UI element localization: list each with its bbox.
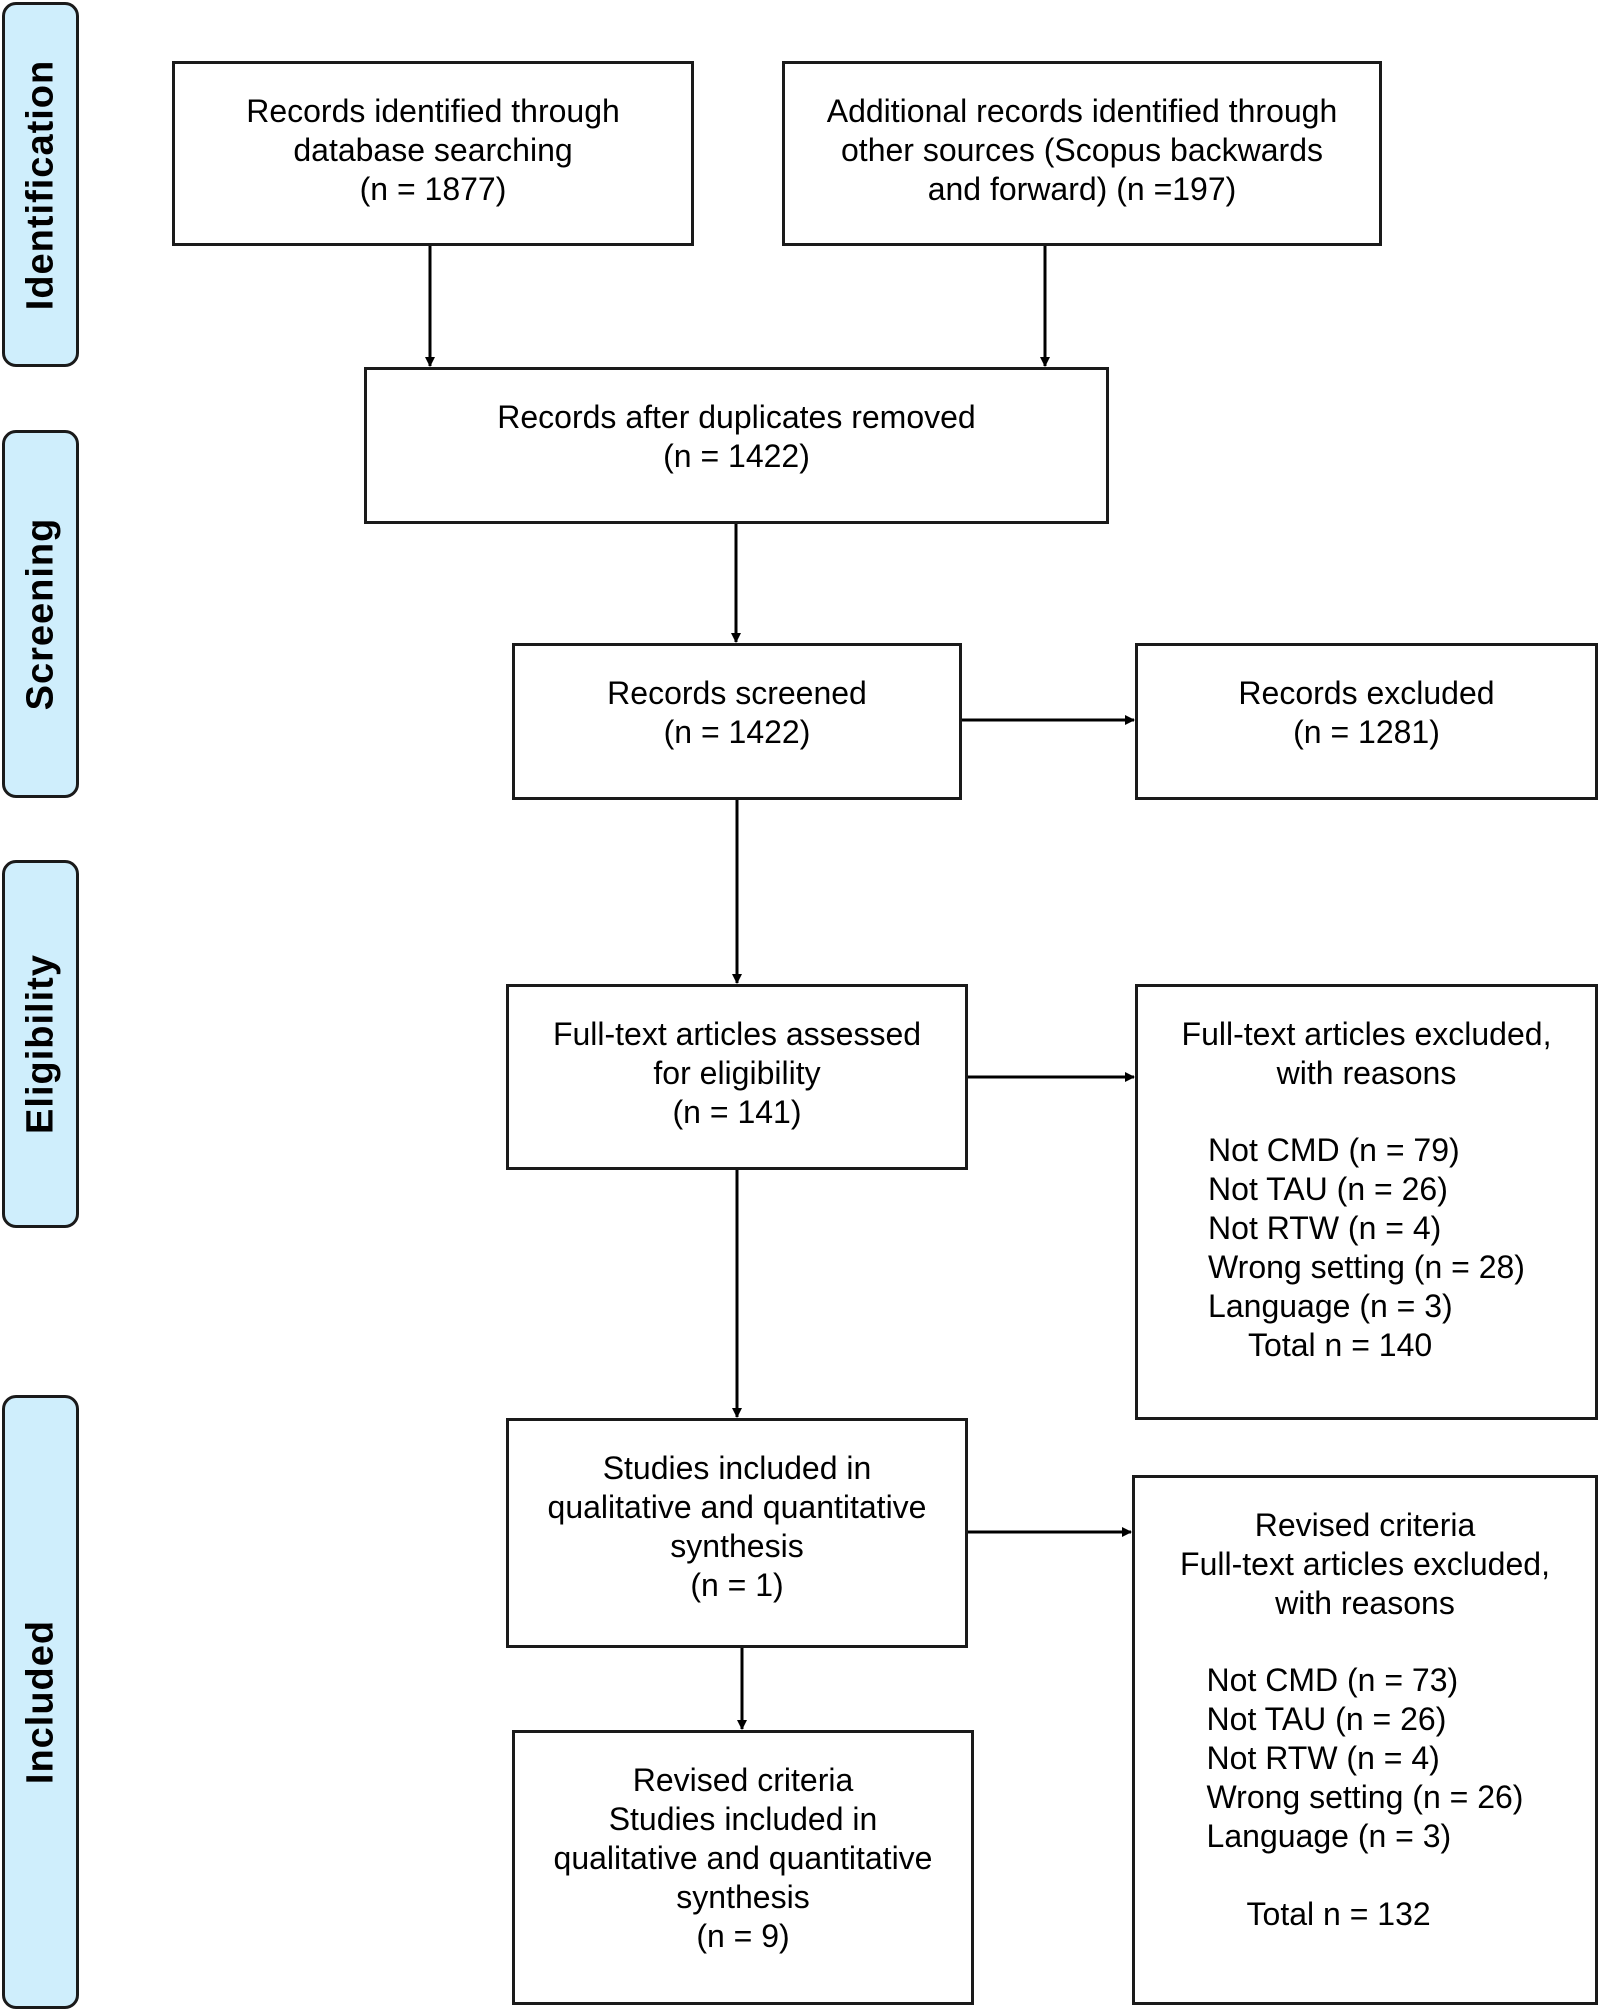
fulltext-excluded-box: Full-text articles excluded, with reason… [1135,984,1598,1420]
reason-item: Language (n = 3) [1206,1818,1452,1854]
other-sources-line-1: Additional records identified through [826,93,1338,129]
phase-identification: Identification [2,2,79,367]
other-sources-box: Additional records identified through ot… [782,61,1382,246]
records-excluded-box: Records excluded (n = 1281) [1135,643,1598,800]
revised-excluded-box: Revised criteria Full-text articles excl… [1132,1475,1598,2005]
phase-eligibility: Eligibility [2,860,79,1228]
excluded-line-1: Records excluded [1238,675,1495,711]
fulltext-excluded-total: Total n = 140 [1248,1327,1433,1363]
fulltext-excluded-reasons: Not CMD (n = 79) Not TAU (n = 26) Not RT… [1208,1131,1525,1365]
reason-item: Not CMD (n = 79) [1208,1132,1460,1168]
assessed-line-3: (n = 141) [672,1094,802,1130]
db-search-line-3: (n = 1877) [359,171,507,207]
reason-item: Not CMD (n = 73) [1206,1662,1459,1698]
assessed-line-1: Full-text articles assessed [552,1016,922,1052]
revised-included-box: Revised criteria Studies included in qua… [512,1730,974,2005]
revised-included-line-1: Revised criteria [632,1762,854,1798]
reason-item: Wrong setting (n = 28) [1208,1249,1525,1285]
after-duplicates-box: Records after duplicates removed (n = 14… [364,367,1109,524]
screened-line-1: Records screened [607,675,867,711]
db-search-line-2: database searching [293,132,573,168]
reason-item: Wrong setting (n = 26) [1206,1779,1524,1815]
assessed-line-2: for eligibility [653,1055,821,1091]
database-search-box: Records identified through database sear… [172,61,694,246]
phase-included: Included [2,1395,79,2009]
fulltext-excluded-header-2: with reasons [1276,1055,1457,1091]
other-sources-line-2: other sources (Scopus backwards [841,132,1323,168]
other-sources-line-3: and forward) (n =197) [927,171,1237,207]
included-line-2: qualitative and quantitative [547,1489,927,1525]
revised-excluded-total: Total n = 132 [1246,1896,1431,1932]
revised-excluded-header-1: Revised criteria [1254,1507,1476,1543]
reason-item: Not TAU (n = 26) [1208,1171,1448,1207]
db-search-line-1: Records identified through [246,93,620,129]
reason-item: Language (n = 3) [1208,1288,1453,1324]
revised-excluded-header-3: with reasons [1275,1585,1455,1621]
included-line-4: (n = 1) [690,1567,784,1603]
revised-included-line-2: Studies included in [608,1801,878,1837]
fulltext-excluded-header-1: Full-text articles excluded, [1181,1016,1552,1052]
reason-item: Not RTW (n = 4) [1206,1740,1440,1776]
revised-excluded-reasons: Not CMD (n = 73) Not TAU (n = 26) Not RT… [1207,1661,1524,1934]
after-duplicates-line-2: (n = 1422) [663,438,810,474]
records-screened-box: Records screened (n = 1422) [512,643,962,800]
reason-item: Not RTW (n = 4) [1208,1210,1442,1246]
revised-included-line-5: (n = 9) [696,1918,790,1954]
revised-included-line-3: qualitative and quantitative [553,1840,933,1876]
included-line-1: Studies included in [602,1450,872,1486]
fulltext-assessed-box: Full-text articles assessed for eligibil… [506,984,968,1170]
screened-line-2: (n = 1422) [663,714,811,750]
revised-included-line-4: synthesis [676,1879,810,1915]
revised-excluded-header-2: Full-text articles excluded, [1180,1546,1550,1582]
reason-item: Not TAU (n = 26) [1206,1701,1447,1737]
included-line-3: synthesis [670,1528,804,1564]
phase-screening: Screening [2,430,79,798]
excluded-line-2: (n = 1281) [1293,714,1440,750]
after-duplicates-line-1: Records after duplicates removed [497,399,976,435]
studies-included-box: Studies included in qualitative and quan… [506,1418,968,1648]
